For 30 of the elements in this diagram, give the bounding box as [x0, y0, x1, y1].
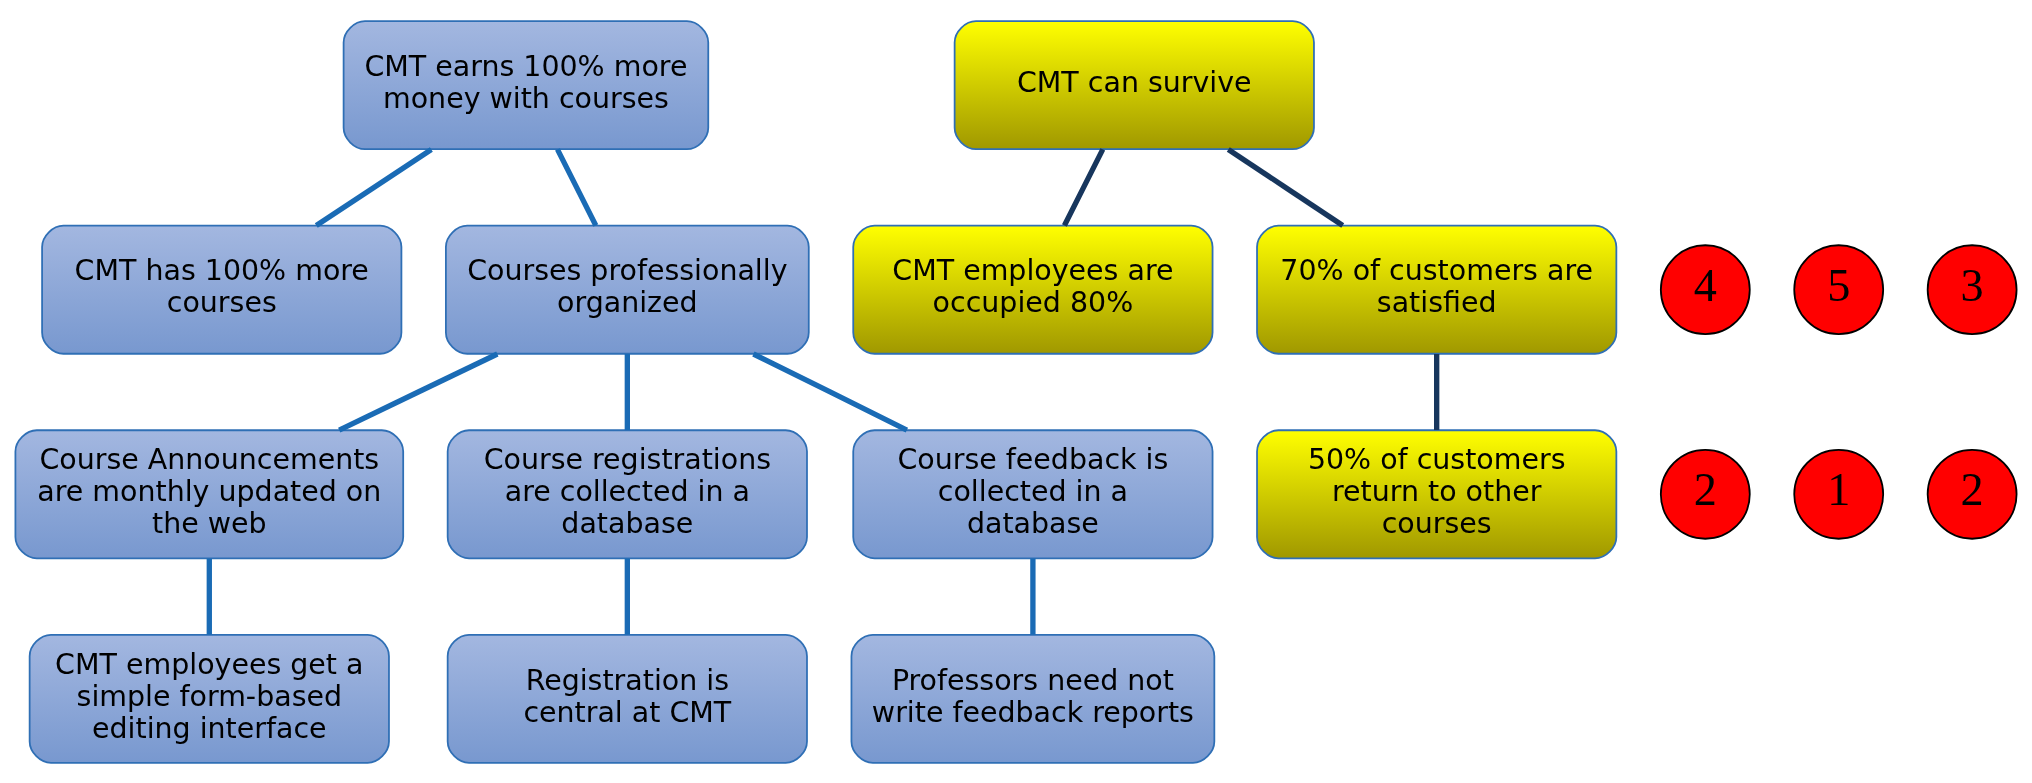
connector — [1030, 558, 1036, 635]
node-box: 70% of customers are satisfied — [1256, 224, 1618, 355]
connector — [624, 558, 630, 635]
node-box: Course registrations are collected in a database — [446, 428, 808, 559]
connector — [338, 351, 499, 432]
connector — [206, 558, 212, 635]
node-box: CMT employees get a simple form-based editing interface — [28, 633, 390, 764]
node-box: Professors need not write feedback reports — [850, 633, 1216, 764]
node-box: Course Announcements are monthly updated on the web — [14, 428, 405, 559]
connector — [555, 147, 599, 227]
node-box: CMT has 100% more courses — [41, 224, 403, 355]
node-circle: 2 — [1659, 448, 1751, 540]
node-circle: 2 — [1926, 448, 2018, 540]
connector — [1434, 353, 1440, 430]
node-box: CMT can survive — [953, 19, 1315, 150]
node-box: Courses professionally organized — [445, 224, 810, 355]
node-box: Registration is central at CMT — [446, 633, 808, 764]
node-circle: 1 — [1793, 448, 1885, 540]
connector — [624, 353, 630, 430]
connector — [752, 351, 909, 432]
node-circle: 3 — [1926, 243, 2018, 335]
node-circle: 4 — [1659, 243, 1751, 335]
node-box: CMT earns 100% more money with courses — [342, 19, 710, 150]
node-box: Course feedback is collected in a database — [852, 428, 1214, 559]
node-box: 50% of customers return to other courses — [1256, 428, 1618, 559]
connector — [1062, 147, 1106, 227]
node-box: CMT employees are occupied 80% — [852, 224, 1214, 355]
connector — [1226, 146, 1345, 228]
node-circle: 5 — [1793, 243, 1885, 335]
connector — [314, 146, 433, 228]
